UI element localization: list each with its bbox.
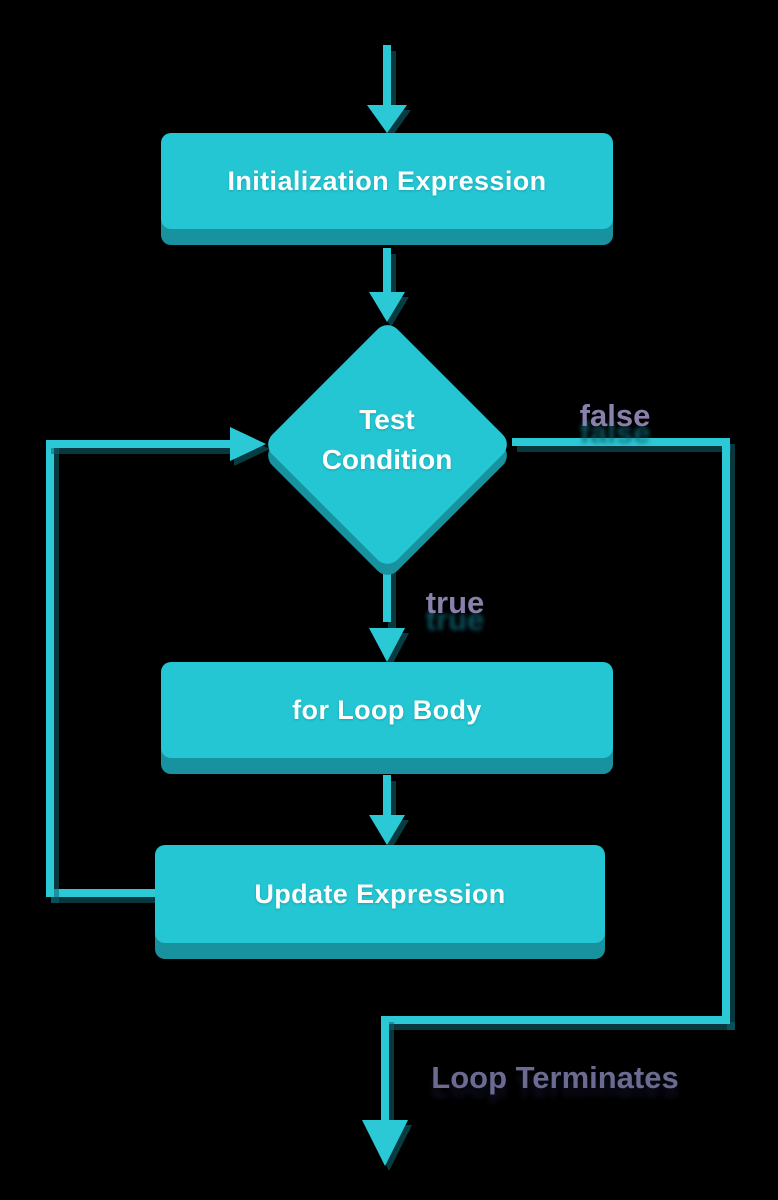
- node-label: Initialization Expression: [227, 165, 547, 196]
- edge-true-line: [383, 566, 391, 622]
- edge-false-bottom-line: [383, 1016, 730, 1024]
- node-initialization-expression: Initialization Expression: [161, 133, 613, 229]
- branch-label-true: true: [425, 585, 485, 620]
- arrowhead-right-icon: [230, 427, 266, 461]
- arrowhead-down-icon: [367, 105, 407, 133]
- arrowhead-down-icon: [362, 1120, 408, 1166]
- node-for-loop-body: for Loop Body: [161, 662, 613, 758]
- edge-loopback-bottom-line: [46, 889, 156, 897]
- edge-loopback-vertical-line: [46, 440, 54, 897]
- arrowhead-down-icon: [369, 628, 405, 662]
- edge-loopback-top-line: [46, 440, 232, 448]
- edge-init-to-test-line: [383, 248, 391, 292]
- node-label: for Loop Body: [292, 694, 482, 725]
- edge-entry-line: [383, 45, 391, 107]
- node-label-line2: Condition: [321, 444, 453, 475]
- node-label: Test Condition: [247, 400, 527, 480]
- arrowhead-down-icon: [369, 815, 405, 845]
- edge-false-horizontal-line: [512, 438, 726, 446]
- edge-false-vertical-line: [722, 438, 730, 1024]
- node-label: Update Expression: [254, 878, 506, 909]
- edge-body-to-update-line: [383, 775, 391, 817]
- branch-label-false: false: [579, 398, 651, 433]
- arrowhead-down-icon: [369, 292, 405, 322]
- loop-terminates-label: Loop Terminates: [431, 1060, 679, 1095]
- node-update-expression: Update Expression: [155, 845, 605, 943]
- edge-exit-line: [381, 1016, 389, 1120]
- node-label-line1: Test: [359, 404, 415, 435]
